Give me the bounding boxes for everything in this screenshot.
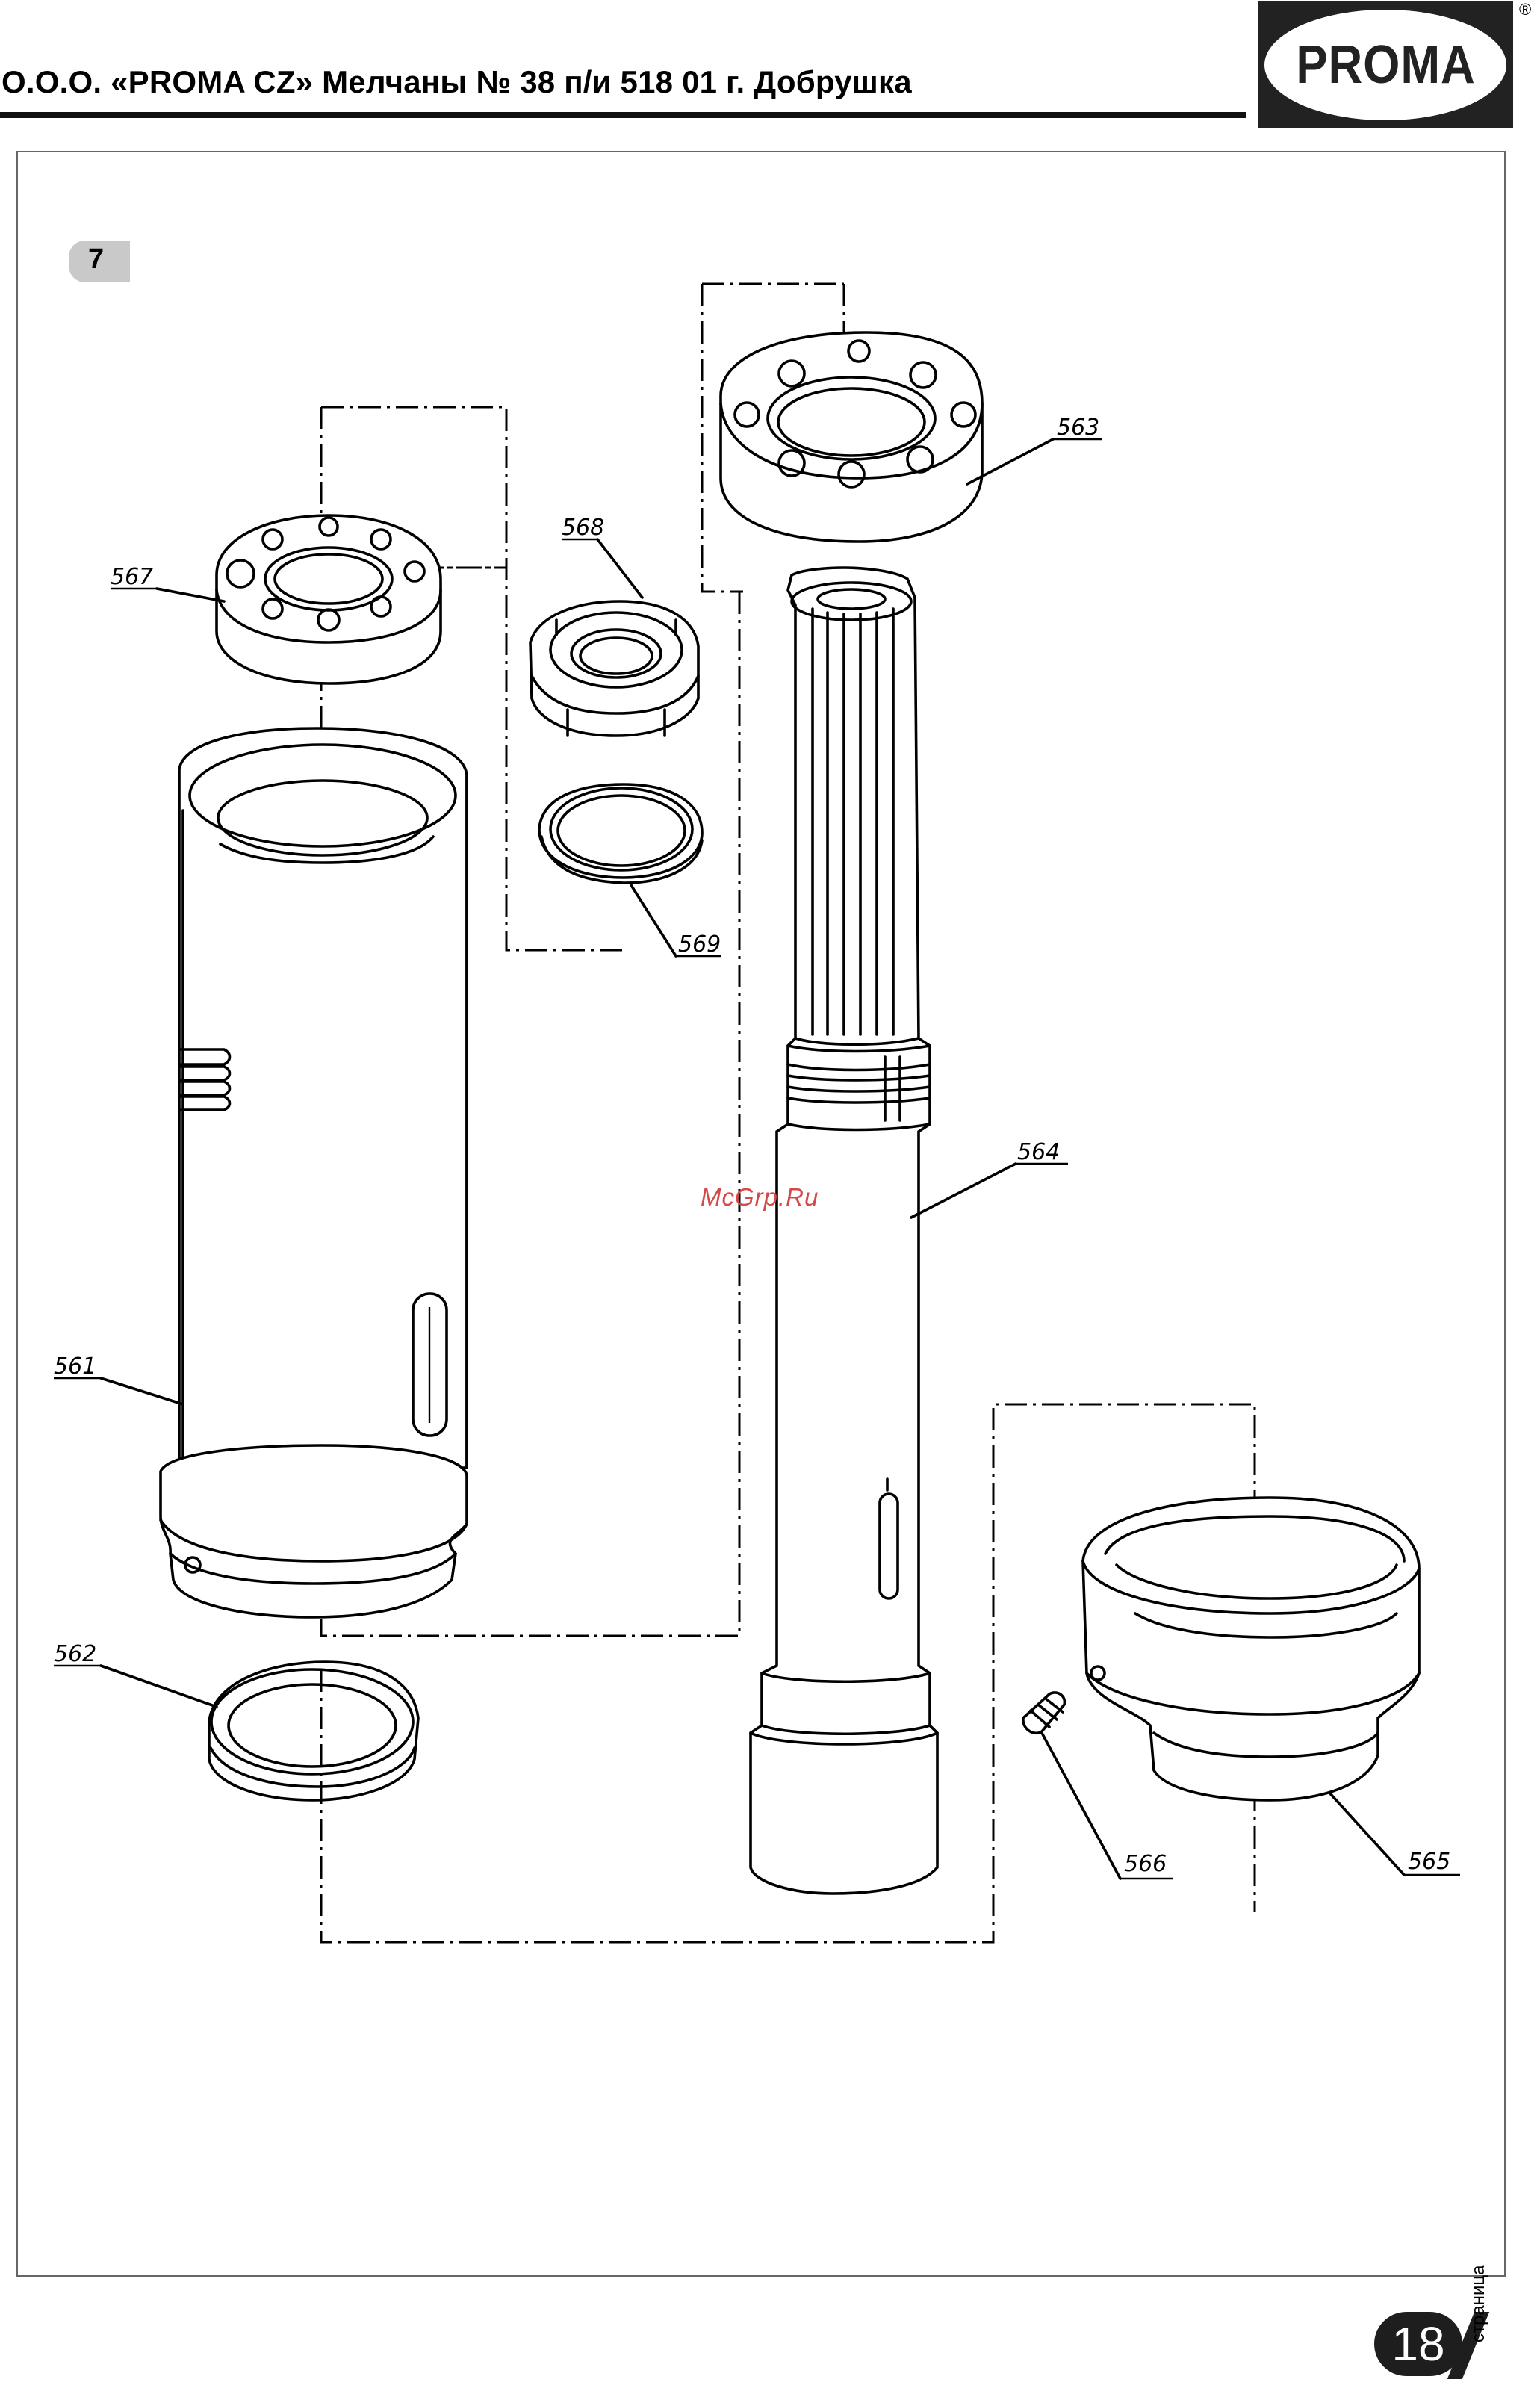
label-568: 568 (562, 515, 604, 541)
label-569: 569 (678, 931, 721, 958)
label-562: 562 (54, 1641, 96, 1667)
label-566: 566 (1124, 1851, 1167, 1877)
label-564: 564 (1017, 1139, 1060, 1165)
page-number: 18 (1374, 2316, 1462, 2372)
label-565: 565 (1408, 1849, 1450, 1875)
part-567-bearing-ring (217, 515, 441, 683)
part-565-housing (1083, 1498, 1419, 1800)
part-564-splined-shaft (751, 568, 937, 1894)
part-569-lock-washer (539, 784, 702, 883)
part-562-ring (209, 1662, 418, 1800)
label-567: 567 (111, 564, 153, 590)
watermark: McGrp.Ru (701, 1183, 819, 1212)
part-566-nipple (1023, 1693, 1065, 1733)
label-563: 563 (1057, 415, 1099, 441)
label-561: 561 (54, 1353, 96, 1380)
part-561-sleeve (161, 728, 467, 1617)
part-563-bearing-ring (721, 332, 982, 542)
page-word: страница (1468, 2266, 1489, 2342)
part-568-slotted-nut (530, 601, 698, 736)
